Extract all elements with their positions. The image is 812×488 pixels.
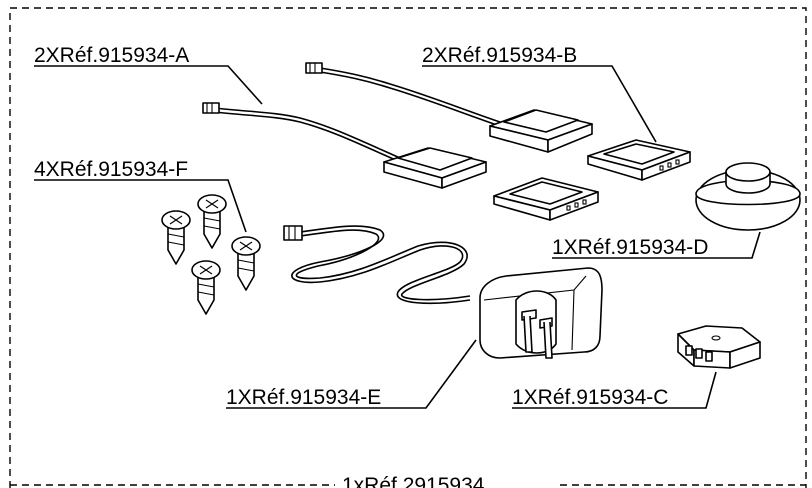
label-part-f: 4XRéf.915934-F [34, 158, 188, 181]
led-pad-cable-part-a [202, 62, 593, 189]
frame-part-b [493, 139, 691, 221]
label-kit-reference: 1xRéf.2915934 [342, 474, 485, 488]
round-switch-part-d [695, 162, 801, 231]
label-part-d: 1XRéf.915934-D [552, 236, 708, 259]
label-part-c: 1XRéf.915934-C [512, 386, 668, 409]
power-adapter-part-e [283, 225, 603, 359]
leader-lines [34, 65, 761, 409]
diagram-frame [9, 7, 807, 488]
distributor-part-c [677, 325, 761, 369]
screws-part-f [161, 194, 261, 315]
label-part-b: 2XRéf.915934-B [422, 44, 577, 67]
label-part-e: 1XRéf.915934-E [226, 386, 381, 409]
label-part-a: 2XRéf.915934-A [34, 44, 189, 67]
